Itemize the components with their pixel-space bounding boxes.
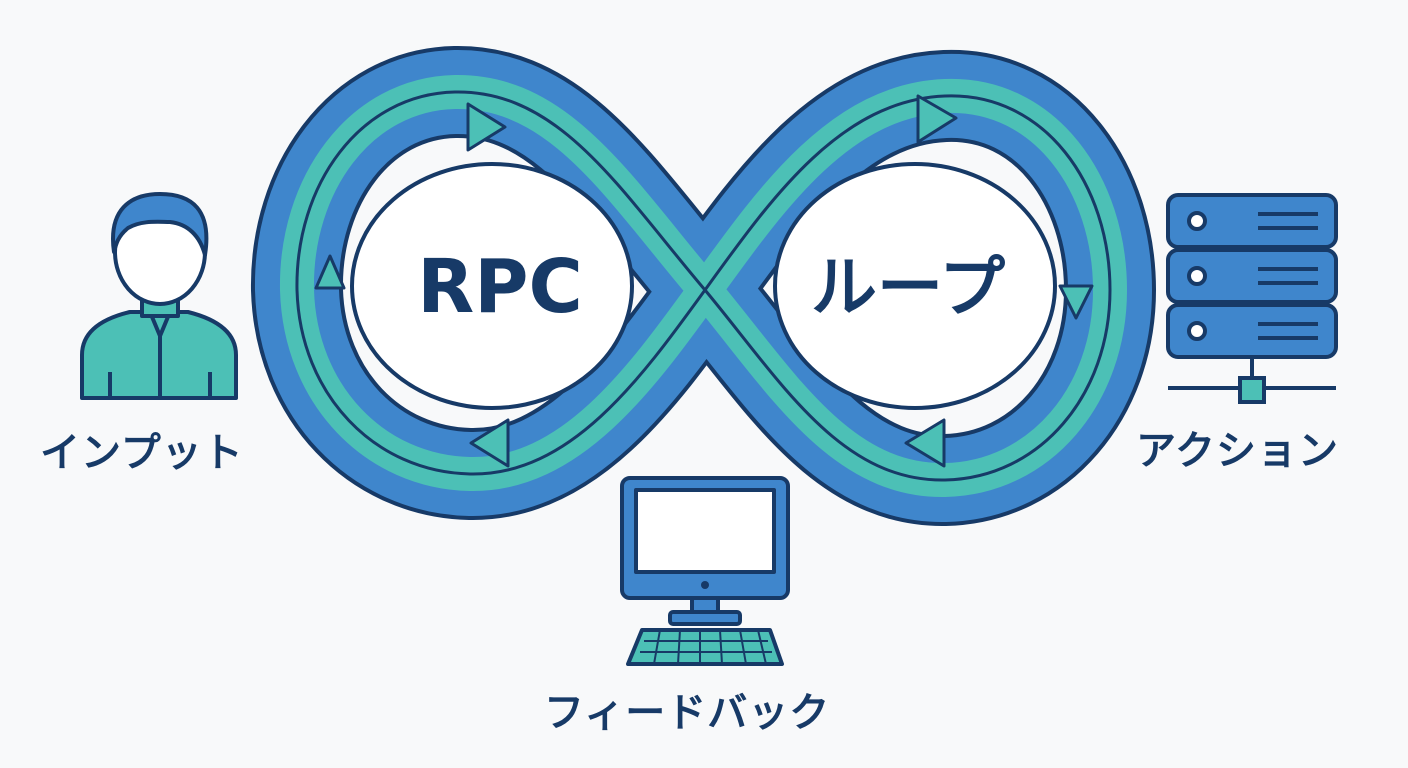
arrow-bottom-left (469, 418, 510, 468)
action-label: アクション (1136, 428, 1339, 474)
arrow-top-left (466, 102, 507, 152)
arrow-top-right (916, 94, 958, 144)
input-label: インプット (40, 430, 244, 476)
arrow-right (1058, 284, 1094, 320)
feedback-label: フィードバック (544, 690, 831, 736)
server-icon (1166, 193, 1338, 404)
left-lobe-center (350, 162, 634, 410)
arrow-bottom-right (904, 418, 946, 468)
computer-icon (620, 476, 790, 666)
flow-arrows (314, 94, 1094, 468)
arrow-left (314, 254, 346, 290)
center-right-text: ループ (811, 249, 1005, 326)
infinity-loop (251, 46, 1156, 526)
center-left-text: RPC (417, 244, 583, 330)
user-icon (80, 192, 238, 400)
right-lobe-center (773, 162, 1057, 410)
